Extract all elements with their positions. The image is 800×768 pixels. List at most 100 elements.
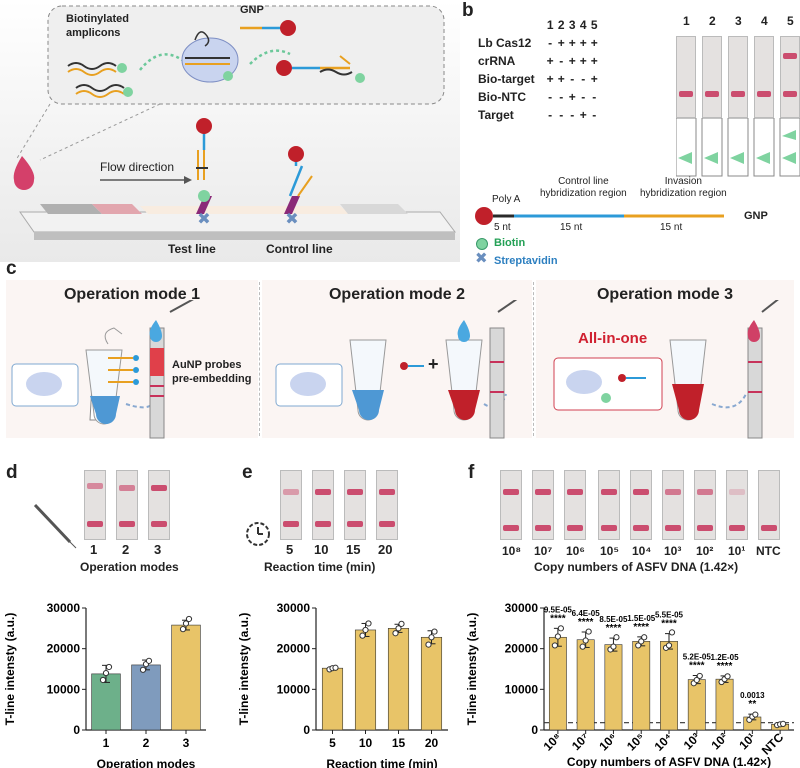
- test-strip: [780, 36, 800, 118]
- strip-label: NTC: [756, 544, 781, 558]
- bar: [604, 644, 623, 731]
- mode-title: Operation mode 1: [63, 286, 201, 303]
- x-tick-label: 10⁴: [652, 730, 676, 754]
- test-strip: [662, 470, 684, 540]
- data-point: [425, 641, 432, 648]
- p-value-label: 6.4E-05: [572, 609, 601, 618]
- strip-label: 10⁶: [566, 544, 585, 558]
- bar: [321, 667, 344, 731]
- strip-label: 10²: [696, 544, 714, 558]
- data-point: [359, 632, 366, 639]
- significance-label: ****: [606, 623, 622, 634]
- biotin-icon: [476, 238, 488, 250]
- flow-direction-label: Flow direction: [100, 160, 175, 174]
- data-point: [780, 720, 787, 727]
- bar: [171, 624, 201, 731]
- data-point: [431, 628, 438, 635]
- svg-text:✖: ✖: [285, 211, 298, 228]
- significance-label: ****: [717, 661, 733, 672]
- amplicon-icon: [67, 62, 125, 98]
- data-point: [693, 676, 700, 684]
- strip-label: 5: [286, 542, 294, 557]
- test-strip: [564, 470, 586, 540]
- test-strip: [630, 470, 652, 540]
- test-strip: [489, 327, 505, 439]
- panel-label-d: d: [6, 462, 18, 483]
- data-point: [579, 643, 586, 650]
- bar: [715, 678, 734, 731]
- test-strip: [532, 470, 554, 540]
- significance-label: ****: [550, 613, 566, 624]
- strip-label: 10⁴: [632, 544, 652, 558]
- strip-label: 10⁸: [502, 544, 522, 558]
- data-point: [398, 620, 405, 627]
- bar: [632, 641, 651, 731]
- test-strip: [344, 470, 366, 540]
- table-row: Target ---+-: [478, 108, 597, 122]
- strip-label: 10⁷: [534, 544, 553, 558]
- strip-schematic: [676, 118, 800, 177]
- test-strip: [500, 470, 522, 540]
- test-strip: [728, 36, 748, 118]
- x-tick-label: 20: [425, 736, 439, 750]
- panel-b-strips: 1 2 3 4 5: [670, 14, 800, 180]
- test-strip: [376, 470, 398, 540]
- panel-c-diagram: [11, 300, 779, 439]
- p-value-label: 1.5E-05: [627, 614, 656, 623]
- nt-label: 5 nt: [494, 222, 511, 233]
- data-point: [105, 663, 113, 671]
- x-tick-label: 5: [329, 736, 336, 750]
- strip-label: 10: [314, 542, 329, 557]
- strip-label: 3: [154, 542, 162, 557]
- syringe-icon: [33, 503, 77, 549]
- data-point: [99, 676, 107, 684]
- mode-title: Operation mode 2: [328, 286, 466, 303]
- bar: [660, 641, 678, 731]
- strip-label: 1: [90, 542, 98, 557]
- data-point: [641, 634, 648, 641]
- data-point: [554, 633, 561, 640]
- x-tick-label: 15: [392, 736, 406, 750]
- test-strip: [116, 470, 138, 540]
- x-tick-label: 10⁸: [541, 730, 564, 753]
- test-line-structure-icon: ✖: [196, 118, 212, 228]
- strip-label: 3: [735, 14, 742, 28]
- data-point: [185, 615, 193, 623]
- test-strip: [148, 470, 170, 540]
- strip-label: 10¹: [728, 544, 746, 558]
- control-line-structure-icon: ✖: [284, 146, 313, 228]
- y-tick-label: 0: [73, 723, 80, 737]
- y-axis-label: T-line intensty (a.u.): [237, 613, 251, 726]
- y-axis-label: T-line intensty (a.u.): [465, 613, 479, 726]
- test-strip: [280, 470, 302, 540]
- test-strip: [312, 470, 334, 540]
- y-tick-label: 0: [531, 723, 538, 737]
- panel-label-b: b: [462, 0, 474, 21]
- p-value-label: 8.5E-05: [599, 615, 628, 624]
- gnp-label: GNP: [240, 4, 264, 16]
- data-point: [585, 628, 592, 635]
- table-row: Bio-NTC --+--: [478, 90, 597, 104]
- panel-d-strips: 1 2 3 Operation modes: [50, 470, 250, 590]
- x-tick-label: 10³: [681, 730, 703, 752]
- strip-label: 5: [787, 14, 794, 28]
- svg-text:✖: ✖: [197, 211, 210, 228]
- pipette-icon: [169, 300, 194, 313]
- strip-label: 10⁵: [600, 544, 619, 558]
- y-tick-label: 10000: [505, 682, 539, 696]
- panel-label-c: c: [6, 258, 17, 279]
- data-point: [638, 638, 645, 645]
- p-value-label: 5.5E-05: [655, 611, 684, 620]
- data-point: [392, 630, 399, 637]
- data-point: [551, 642, 558, 649]
- x-axis-label: Reaction time (min): [326, 757, 437, 768]
- operation-mode-2-box: Operation mode 2: [262, 280, 532, 438]
- significance-label: ****: [578, 617, 594, 628]
- panel-a-diagram: ✖ ✖: [0, 0, 460, 262]
- test-line-label: Test line: [168, 242, 216, 256]
